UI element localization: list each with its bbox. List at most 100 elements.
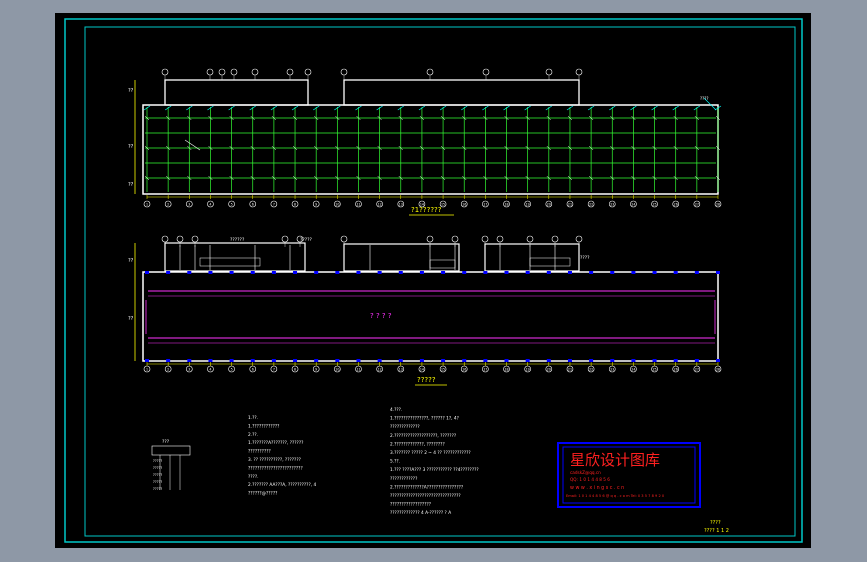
column-bottom: [250, 359, 255, 362]
fixture-mark: [419, 115, 425, 121]
p2-axis-number: 16: [462, 368, 466, 372]
stamp-line2: QQ: 1 0 1 4 4 8 5 6: [570, 477, 610, 482]
p1-axis-number: 26: [674, 203, 678, 207]
left-dim-label-2: ??: [128, 144, 134, 150]
p2-axis-number: 14: [420, 368, 424, 372]
column-bottom: [398, 359, 403, 362]
p2-axis-number: 27: [695, 368, 699, 372]
fixture-mark: [715, 115, 721, 121]
fixture-mark: [462, 145, 467, 151]
p1-axis-bubble: [714, 200, 722, 208]
p1-axis-bubble: [249, 200, 257, 208]
switch-mark: [439, 105, 447, 111]
fixture-mark: [250, 115, 255, 121]
column-top: [631, 271, 636, 274]
switch-mark: [651, 105, 658, 111]
column-bottom: [229, 359, 234, 362]
p1-axis-number: 14: [420, 203, 424, 207]
p1-axis-bubble: [587, 200, 595, 208]
room-note-2: ?????: [300, 237, 313, 243]
switch-mark: [376, 105, 383, 111]
p2-axis-number: 17: [483, 368, 487, 372]
p1-axis-number: 13: [399, 203, 403, 207]
fixture-mark: [462, 175, 467, 181]
watermark-stamp: 星欣设计图库 cadskZ@qq.cn QQ: 1 0 1 4 4 8 5 6 …: [557, 442, 701, 508]
p1-axis-bubble: [207, 200, 214, 208]
column-bottom: [589, 359, 594, 362]
column-bottom: [271, 359, 276, 362]
switch-mark: [164, 105, 172, 111]
fixture-mark: [292, 115, 298, 121]
column-bottom: [610, 359, 615, 362]
legend-header-box: [151, 445, 191, 456]
switch-mark: [566, 105, 574, 111]
p2-axis-number: 24: [631, 368, 635, 372]
p1-axis-number: 9: [315, 203, 317, 207]
column-top: [546, 271, 551, 274]
column-top: [187, 271, 192, 274]
p2-axis-number: 13: [399, 368, 403, 372]
column-bottom: [694, 359, 699, 362]
room-note-3: ????: [580, 255, 590, 261]
p2-axis-number: 10: [335, 368, 339, 372]
fixture-mark: [483, 175, 488, 181]
switch-mark: [503, 105, 510, 111]
fixture-mark: [525, 145, 530, 151]
fixture-mark: [314, 145, 319, 151]
fixture-mark: [610, 115, 615, 121]
p2-axis-number: 28: [716, 368, 720, 372]
fixture-mark: [208, 175, 213, 181]
fixture-mark: [165, 145, 171, 151]
p1-axis-bubble: [566, 200, 574, 208]
switch-mark: [143, 105, 151, 111]
column-bottom: [673, 359, 678, 362]
switch-mark: [524, 105, 531, 111]
switch-mark: [228, 105, 235, 111]
column-top: [567, 271, 572, 274]
p1-axis-bubble: [693, 200, 701, 208]
switch-mark: [609, 105, 616, 111]
column-top: [694, 271, 699, 274]
column-bottom: [483, 359, 488, 362]
p2-axis-number: 26: [674, 368, 678, 372]
stamp-border-outer: [557, 442, 701, 508]
note-line: 2.?????????????, ????????: [390, 441, 445, 447]
note-line: 4.???.: [390, 407, 402, 413]
fixture-mark: [440, 145, 446, 151]
fixture-mark: [440, 115, 446, 121]
column-bottom: [208, 359, 213, 362]
switch-mark: [207, 105, 214, 111]
fixture-mark: [610, 145, 615, 151]
fixture-mark: [673, 145, 678, 151]
fixture-mark: [356, 175, 361, 181]
switch-mark: [482, 105, 489, 111]
p2-axis-number: 8: [294, 368, 296, 372]
fixture-mark: [356, 145, 361, 151]
fixture-mark: [165, 115, 171, 121]
column-bottom: [293, 359, 298, 362]
column-top: [293, 271, 298, 274]
legend-row: ?????: [153, 487, 162, 491]
left-dim-label-5: ??: [128, 316, 134, 322]
p1-axis-bubble: [312, 200, 320, 208]
inner-frame: [84, 26, 796, 537]
fixture-mark: [165, 175, 171, 181]
fixture-mark: [314, 175, 319, 181]
note-line: 2.???????????????????, ???????: [390, 433, 456, 439]
column-top: [166, 271, 171, 274]
annex-left-lower: [164, 242, 306, 272]
fixture-mark: [187, 175, 192, 181]
p1-axis-number: 25: [653, 203, 657, 207]
p1-axis-number: 17: [483, 203, 487, 207]
fixture-mark: [440, 175, 446, 181]
fixture-mark: [377, 115, 382, 121]
fixture-mark: [419, 175, 425, 181]
column-top: [335, 271, 340, 274]
fixture-mark: [314, 115, 319, 121]
p1-axis-bubble: [524, 200, 531, 208]
note-line: ????????????? 4 A-?????? ? A: [390, 510, 451, 516]
p1-axis-bubble: [672, 200, 680, 208]
p1-axis-bubble: [164, 200, 172, 208]
